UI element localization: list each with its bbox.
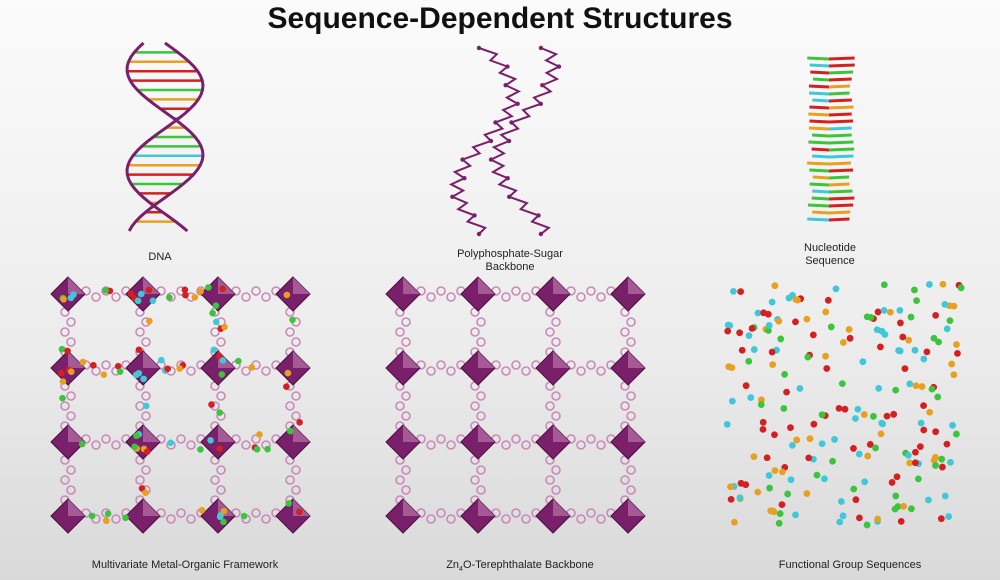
functional-groups-illustration xyxy=(723,280,965,529)
caption-zn4o-suffix: O-Terephthalate Backbone xyxy=(462,559,594,571)
caption-functional: Functional Group Sequences xyxy=(778,559,922,571)
caption-zn4o-prefix: Zn xyxy=(446,559,460,571)
dna-illustration xyxy=(125,41,205,233)
caption-nucleotide-line1: Nucleotide xyxy=(804,242,856,254)
backbone-illustration xyxy=(448,45,562,237)
caption-nucleotide-line2: Sequence xyxy=(805,255,855,267)
slide-title: Sequence-Dependent Structures xyxy=(267,2,733,35)
caption-backbone: Polyphosphate-Sugar Backbone xyxy=(440,248,580,274)
caption-zn4o-sub: 4 xyxy=(459,566,463,574)
caption-backbone-line1: Polyphosphate-Sugar xyxy=(457,248,563,260)
caption-mof: Multivariate Metal-Organic Framework xyxy=(91,559,279,571)
caption-backbone-line2: Backbone xyxy=(485,261,535,273)
caption-dna: DNA xyxy=(148,251,172,263)
mof-illustration xyxy=(50,276,311,534)
caption-zn4o: Zn4O-Terephthalate Backbone xyxy=(400,559,640,576)
caption-nucleotide: Nucleotide Sequence xyxy=(780,242,880,268)
nucleotide-illustration xyxy=(807,56,855,222)
zn4o-backbone-illustration xyxy=(385,276,646,534)
